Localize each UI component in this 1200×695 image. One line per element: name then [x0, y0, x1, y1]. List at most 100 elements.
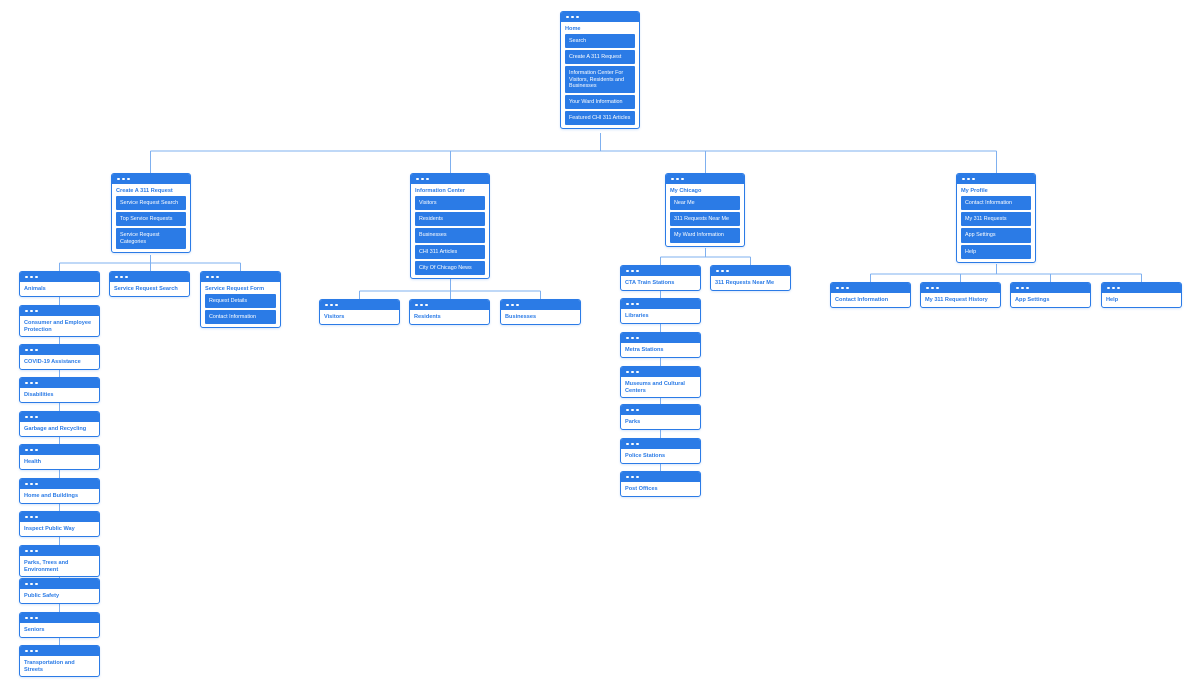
node-item-featured-articles[interactable]: Featured CHI 311 Articles: [565, 111, 635, 126]
node-title: 311 Requests Near Me: [715, 280, 775, 286]
node-profile-child[interactable]: Contact Information: [830, 282, 911, 308]
node-title: Help: [1106, 297, 1119, 303]
node-service-request-form[interactable]: Service Request Form Request Details Con…: [200, 271, 281, 329]
node-category[interactable]: Health: [19, 444, 100, 470]
node-near-me-place[interactable]: Parks: [620, 404, 701, 430]
node-near-me-place[interactable]: Libraries: [620, 298, 701, 324]
node-title: My Profile: [961, 187, 988, 194]
node-item-top-service-requests[interactable]: Top Service Requests: [116, 212, 186, 227]
node-title: Consumer and Employee Protection: [24, 320, 92, 333]
node-title: Garbage and Recycling: [24, 426, 87, 432]
window-dots-icon: [20, 613, 99, 623]
window-dots-icon: [621, 472, 700, 482]
node-title: Transportation and Streets: [24, 660, 75, 673]
window-dots-icon: [20, 272, 99, 282]
node-item-search[interactable]: Search: [565, 34, 635, 49]
node-title: Health: [24, 459, 42, 465]
node-item-app-settings[interactable]: App Settings: [961, 228, 1031, 243]
node-item-chi-311-articles[interactable]: CHI 311 Articles: [415, 244, 485, 259]
node-title: Seniors: [24, 627, 45, 633]
node-near-me-place[interactable]: Post Offices: [620, 471, 701, 497]
node-title: Disabilities: [24, 392, 54, 398]
node-item-contact-information[interactable]: Contact Information: [205, 310, 276, 325]
node-category[interactable]: Inspect Public Way: [19, 511, 100, 537]
node-title: Businesses: [505, 314, 537, 320]
node-info-child[interactable]: Residents: [409, 299, 490, 325]
window-dots-icon: [201, 272, 280, 282]
node-item-contact-information[interactable]: Contact Information: [961, 196, 1031, 211]
node-title: Animals: [24, 286, 46, 292]
node-info-child[interactable]: Visitors: [319, 299, 400, 325]
node-service-request-search[interactable]: Service Request Search: [109, 271, 190, 297]
node-item-my-ward-information[interactable]: My Ward Information: [670, 228, 740, 243]
node-item-ward-information[interactable]: Your Ward Information: [565, 95, 635, 110]
node-near-me-place[interactable]: CTA Train Stations: [620, 265, 701, 291]
node-create-request[interactable]: Create A 311 Request Service Request Sea…: [111, 173, 191, 253]
node-category[interactable]: Animals: [19, 271, 100, 297]
node-title: Contact Information: [835, 297, 889, 303]
node-title: My Chicago: [670, 187, 702, 194]
node-item-my-311-requests[interactable]: My 311 Requests: [961, 212, 1031, 227]
window-dots-icon: [921, 283, 1000, 293]
node-item-requests-near-me[interactable]: 311 Requests Near Me: [670, 212, 740, 227]
node-category[interactable]: Disabilities: [19, 377, 100, 403]
window-dots-icon: [711, 266, 790, 276]
node-category[interactable]: Consumer and Employee Protection: [19, 305, 100, 337]
node-near-me-place[interactable]: Museums and Cultural Centers: [620, 366, 701, 398]
node-title: Home and Buildings: [24, 493, 79, 499]
window-dots-icon: [501, 300, 580, 310]
window-dots-icon: [20, 378, 99, 388]
node-title: Parks, Trees and Environment: [24, 560, 69, 573]
window-dots-icon: [112, 174, 190, 184]
node-category[interactable]: Transportation and Streets: [19, 645, 100, 677]
node-title: Create A 311 Request: [116, 187, 173, 194]
node-item-service-request-search[interactable]: Service Request Search: [116, 196, 186, 211]
node-title: COVID-19 Assistance: [24, 359, 81, 365]
node-title: Museums and Cultural Centers: [625, 381, 685, 394]
node-requests-near-me[interactable]: 311 Requests Near Me: [710, 265, 791, 291]
node-title: CTA Train Stations: [625, 280, 675, 286]
node-category[interactable]: Seniors: [19, 612, 100, 638]
window-dots-icon: [20, 445, 99, 455]
node-title: Visitors: [324, 314, 345, 320]
node-my-chicago[interactable]: My Chicago Near Me 311 Requests Near Me …: [665, 173, 745, 247]
window-dots-icon: [621, 299, 700, 309]
node-information-center[interactable]: Information Center Visitors Residents Bu…: [410, 173, 490, 280]
window-dots-icon: [621, 333, 700, 343]
window-dots-icon: [666, 174, 744, 184]
node-profile-child[interactable]: Help: [1101, 282, 1182, 308]
window-dots-icon: [831, 283, 910, 293]
node-category[interactable]: Garbage and Recycling: [19, 411, 100, 437]
window-dots-icon: [621, 439, 700, 449]
node-category[interactable]: Public Safety: [19, 578, 100, 604]
node-near-me-place[interactable]: Metra Stations: [620, 332, 701, 358]
node-profile-child[interactable]: App Settings: [1010, 282, 1091, 308]
node-category[interactable]: COVID-19 Assistance: [19, 344, 100, 370]
node-title: App Settings: [1015, 297, 1050, 303]
window-dots-icon: [1011, 283, 1090, 293]
node-home[interactable]: Home Search Create A 311 Request Informa…: [560, 11, 640, 130]
node-profile-child[interactable]: My 311 Request History: [920, 282, 1001, 308]
window-dots-icon: [20, 345, 99, 355]
node-title: Inspect Public Way: [24, 526, 75, 532]
node-item-create-request[interactable]: Create A 311 Request: [565, 50, 635, 65]
node-item-near-me[interactable]: Near Me: [670, 196, 740, 211]
window-dots-icon: [320, 300, 399, 310]
node-item-service-request-categories[interactable]: Service Request Categories: [116, 228, 186, 249]
node-near-me-place[interactable]: Police Stations: [620, 438, 701, 464]
node-title: Service Request Form: [205, 285, 265, 292]
node-category[interactable]: Parks, Trees and Environment: [19, 545, 100, 577]
node-item-residents[interactable]: Residents: [415, 212, 485, 227]
node-item-information-center[interactable]: Information Center For Visitors, Residen…: [565, 66, 635, 94]
window-dots-icon: [957, 174, 1035, 184]
node-info-child[interactable]: Businesses: [500, 299, 581, 325]
node-item-visitors[interactable]: Visitors: [415, 196, 485, 211]
window-dots-icon: [20, 646, 99, 656]
node-item-help[interactable]: Help: [961, 244, 1031, 259]
node-item-city-news[interactable]: City Of Chicago News: [415, 260, 485, 276]
node-item-businesses[interactable]: Businesses: [415, 228, 485, 243]
node-my-profile[interactable]: My Profile Contact Information My 311 Re…: [956, 173, 1036, 263]
node-category[interactable]: Home and Buildings: [19, 478, 100, 504]
node-title: Residents: [414, 314, 441, 320]
node-item-request-details[interactable]: Request Details: [205, 294, 276, 309]
